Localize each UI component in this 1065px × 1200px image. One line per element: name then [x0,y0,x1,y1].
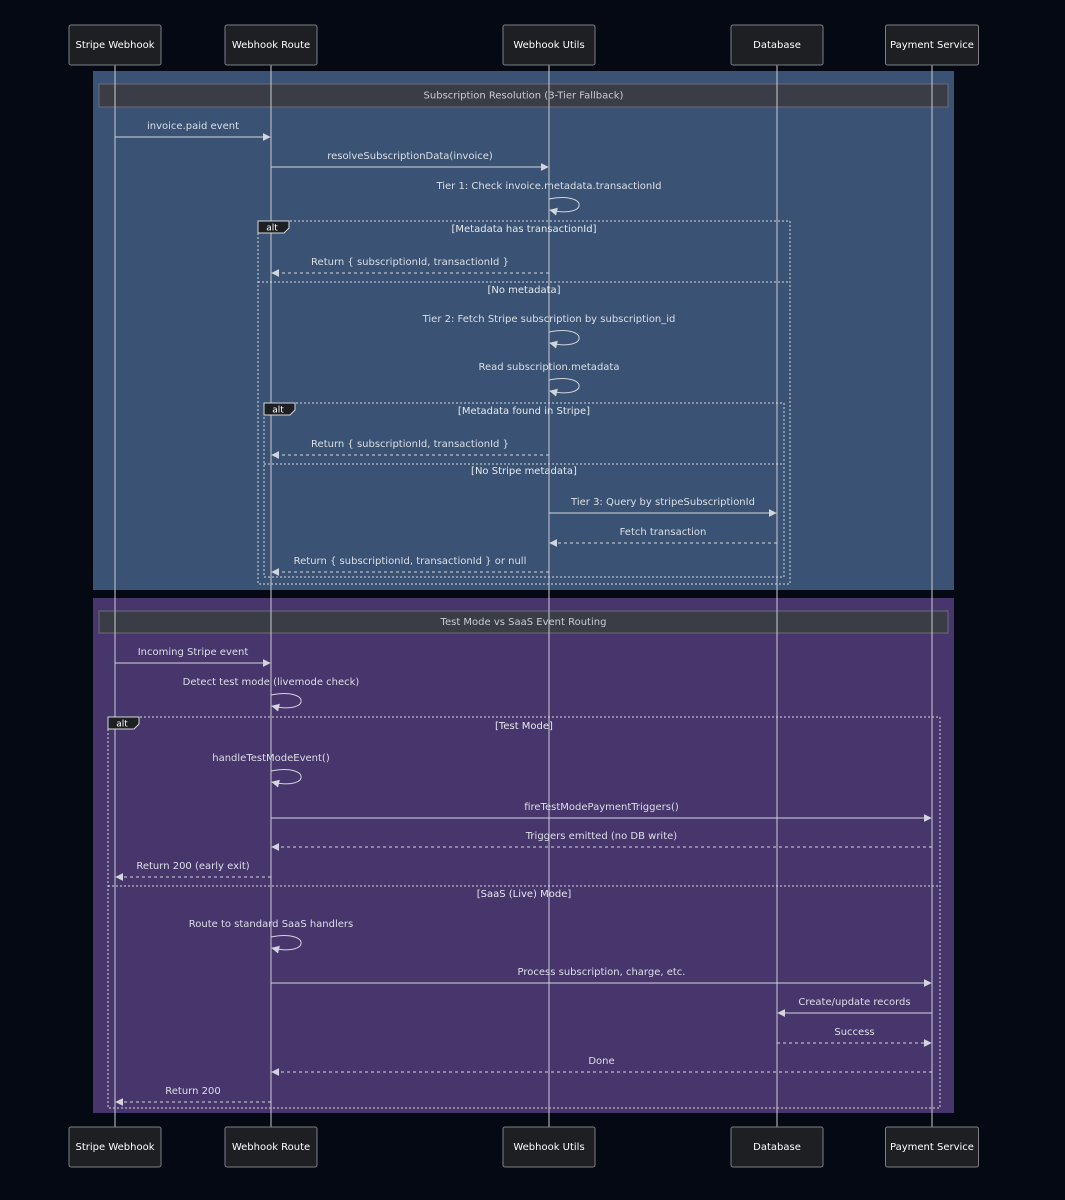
alt-condition-1: [Metadata has transactionId] [452,224,597,235]
message-arrow-17 [270,935,302,954]
message-label-20: Success [834,1027,874,1038]
alt-tag-label-2: alt [272,406,284,416]
alt-tag-box-1 [257,220,290,234]
alt-tag-box-2 [263,402,296,416]
message-label-1: invoice.paid event [147,121,239,132]
message-label-13: handleTestModeEvent() [212,753,330,764]
message-arrow-5 [548,330,580,349]
message-arrow-13 [270,769,302,788]
message-label-12: Detect test mode (livemode check) [183,677,360,688]
section-background-1 [93,71,954,590]
actor-box-stripe-top [68,24,162,66]
section-title-2: Test Mode vs SaaS Event Routing [440,617,607,628]
actor-box-db-top [730,24,824,66]
message-label-17: Route to standard SaaS handlers [189,919,354,930]
actor-label-utils-top: Webhook Utils [513,40,584,51]
actor-box-pay-top [885,24,979,66]
actor-label-db-bottom: Database [753,1142,801,1153]
alt-condition-2: [No metadata] [487,285,560,296]
message-label-7: Return { subscriptionId, transactionId } [311,439,509,450]
actor-label-route-bottom: Webhook Route [232,1142,310,1153]
actor-box-utils-bottom [502,1126,596,1168]
message-label-15: Triggers emitted (no DB write) [525,831,677,842]
alt-frame-1 [257,220,791,585]
actor-label-pay-bottom: Payment Service [890,1142,974,1153]
actor-box-route-top [224,24,318,66]
sections-layer: Subscription Resolution (3-Tier Fallback… [93,71,954,1113]
section-title-1: Subscription Resolution (3-Tier Fallback… [424,91,624,102]
section-note-2 [98,610,949,634]
actor-label-stripe-bottom: Stripe Webhook [75,1142,154,1153]
message-arrow-6 [548,378,580,397]
message-label-22: Return 200 [165,1086,220,1097]
alt-tag-label-3: alt [116,720,128,730]
alt-condition-6: [SaaS (Live) Mode] [477,889,572,900]
actor-box-stripe-bottom [68,1126,162,1168]
alt-condition-5: [Test Mode] [495,721,553,732]
lifelines-layer [114,65,933,1127]
message-label-2: resolveSubscriptionData(invoice) [327,151,493,162]
message-label-5: Tier 2: Fetch Stripe subscription by sub… [422,314,676,325]
alt-tag-label-1: alt [266,224,278,234]
message-label-18: Process subscription, charge, etc. [518,967,686,978]
actor-box-db-bottom [730,1126,824,1168]
message-label-10: Return { subscriptionId, transactionId }… [294,556,527,567]
message-arrow-3 [548,197,580,216]
message-label-11: Incoming Stripe event [138,647,249,658]
actor-box-pay-bottom [885,1126,979,1168]
message-label-9: Fetch transaction [620,527,707,538]
alt-tag-box-3 [107,716,140,730]
message-label-16: Return 200 (early exit) [136,861,249,872]
frames-layer: alt [Metadata has transactionId] [No metad… [107,220,941,1109]
actor-label-route-top: Webhook Route [232,40,310,51]
section-note-1 [98,83,949,108]
actor-box-utils-top [502,24,596,66]
message-label-6: Read subscription.metadata [479,362,620,373]
actor-label-utils-bottom: Webhook Utils [513,1142,584,1153]
actor-label-pay-top: Payment Service [890,40,974,51]
message-arrow-12 [270,693,302,712]
actor-label-stripe-top: Stripe Webhook [75,40,154,51]
message-label-19: Create/update records [798,997,910,1008]
message-label-21: Done [588,1056,614,1067]
alt-frame-3 [107,716,941,1109]
actor-box-route-bottom [224,1126,318,1168]
actor-label-db-top: Database [753,40,801,51]
message-label-8: Tier 3: Query by stripeSubscriptionId [570,497,755,508]
alt-condition-3: [Metadata found in Stripe] [458,406,590,417]
message-label-3: Tier 1: Check invoice.metadata.transacti… [435,181,661,192]
messages-layer: invoice.paid event resolveSubscriptionDat… [115,121,932,1106]
message-label-4: Return { subscriptionId, transactionId } [311,257,509,268]
alt-condition-4: [No Stripe metadata] [471,466,577,477]
message-label-14: fireTestModePaymentTriggers() [524,802,679,813]
section-background-2 [93,598,954,1113]
alt-frame-2 [263,402,785,578]
